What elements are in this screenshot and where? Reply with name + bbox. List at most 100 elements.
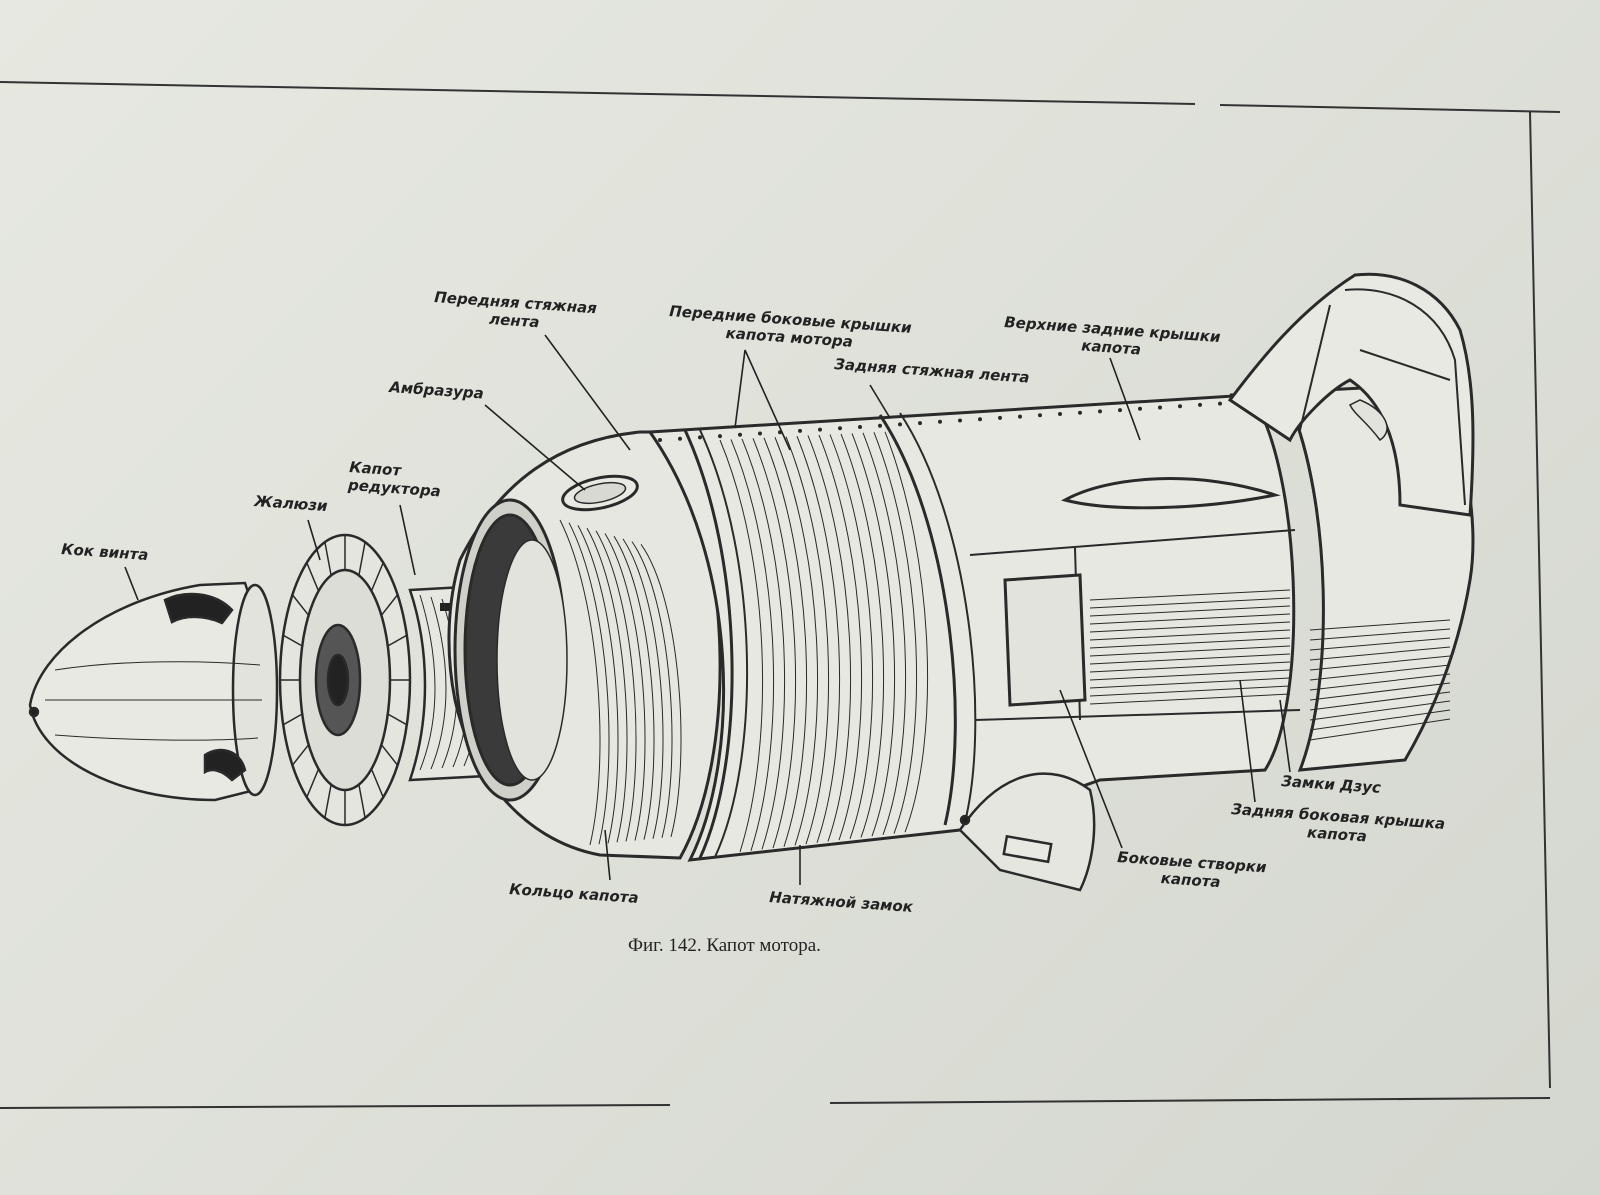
- ring-shade: [559, 519, 601, 846]
- rivet: [818, 427, 822, 432]
- label-reduction-gear-cowl: Капот редуктора: [347, 458, 442, 501]
- louvre-blade: [282, 713, 303, 726]
- louvre-blade: [324, 784, 332, 819]
- rivet: [1078, 410, 1082, 415]
- rivet: [918, 421, 922, 426]
- louvre-blade: [387, 634, 408, 647]
- rivet: [1198, 402, 1202, 407]
- louvre-blade: [282, 634, 303, 647]
- panel-shade: [1089, 661, 1291, 673]
- rivet: [858, 425, 862, 429]
- louvre-blade: [291, 744, 310, 766]
- reducer-line: [430, 596, 447, 770]
- body-shade: [774, 437, 819, 846]
- rivet: [1178, 404, 1182, 409]
- rivet: [1158, 405, 1162, 410]
- rivet: [678, 436, 682, 441]
- rivet: [1038, 413, 1042, 418]
- rivet: [878, 423, 882, 428]
- panel-shade: [1089, 613, 1291, 625]
- reducer-line: [419, 594, 436, 771]
- rivet: [938, 419, 942, 424]
- rivet: [798, 428, 802, 433]
- cowling-body: [647, 393, 1326, 862]
- ring-shade: [595, 530, 637, 842]
- panel-shade: [1089, 669, 1291, 681]
- louvre-blade: [306, 768, 320, 798]
- body-shade: [785, 436, 830, 845]
- rivet: [998, 415, 1002, 420]
- body-shade: [862, 432, 907, 836]
- rivet: [838, 426, 842, 431]
- panel-shade: [1089, 693, 1291, 705]
- fuselage-shade: [1309, 682, 1451, 701]
- rivet: [1018, 414, 1022, 419]
- ring-shade: [640, 544, 682, 838]
- fuselage-shade: [1309, 655, 1451, 671]
- panel-shade: [1089, 589, 1291, 601]
- ring-shade: [568, 522, 610, 845]
- body-shade: [807, 435, 852, 842]
- fuselage-and-cockpit: [1227, 272, 1475, 772]
- rivet: [1058, 412, 1062, 416]
- panel-shade: [1089, 597, 1291, 609]
- fuselage-shade: [1309, 646, 1451, 661]
- louvre-blade: [370, 768, 384, 798]
- ring-shade: [613, 535, 655, 840]
- panel-shade: [1089, 629, 1291, 641]
- body-shade: [796, 435, 841, 843]
- figure-caption: Фиг. 142. Капот мотора.: [628, 935, 821, 956]
- leader-lines: [124, 334, 1291, 885]
- fuselage-shade: [1309, 628, 1451, 641]
- spinner-part: [28, 581, 279, 802]
- body-shade: [818, 434, 863, 841]
- rivet: [1098, 409, 1102, 414]
- louvre-blade: [324, 541, 332, 576]
- ring-shade: [622, 538, 664, 839]
- rivet: [758, 431, 762, 436]
- fuselage-shade: [1309, 619, 1451, 631]
- fuselage-shade: [1309, 700, 1451, 721]
- louvre-blade: [387, 713, 408, 726]
- fuselage-shade: [1309, 637, 1451, 651]
- louvre-blade: [380, 594, 399, 616]
- fuselage-shade: [1309, 673, 1451, 691]
- louvre-blade: [306, 562, 320, 592]
- body-shade: [741, 438, 786, 850]
- louvre-blades: [280, 535, 410, 825]
- panel-shade: [1089, 621, 1291, 633]
- fuselage-shading: [1309, 619, 1451, 741]
- fuselage-shade: [1309, 709, 1451, 731]
- panel-shade: [1089, 677, 1291, 689]
- panel-shade: [1089, 685, 1291, 697]
- panel-shade: [1089, 605, 1291, 617]
- fuselage-shade: [1309, 664, 1451, 681]
- panel-shade: [1089, 653, 1291, 665]
- body-shade: [763, 437, 808, 847]
- cowl-ring: [447, 430, 722, 860]
- ring-shade: [586, 527, 628, 843]
- body-shade: [873, 432, 918, 834]
- ring-shade: [631, 541, 673, 838]
- louvre-blade: [358, 784, 366, 819]
- cowling-rivets: [658, 400, 1242, 442]
- body-shade: [884, 431, 929, 833]
- rivet: [738, 432, 742, 437]
- rivet: [658, 438, 662, 442]
- body-shade: [840, 433, 885, 838]
- cowling-shading: [719, 431, 1291, 853]
- fuselage-shade: [1309, 691, 1451, 711]
- panel-shade: [1089, 645, 1291, 657]
- rivet: [718, 434, 722, 439]
- louvre-blade: [358, 541, 366, 576]
- lower-flap: [958, 772, 1096, 892]
- rivet: [978, 417, 982, 422]
- rivet: [958, 418, 962, 423]
- rivet: [1138, 406, 1142, 411]
- body-shade: [851, 433, 896, 837]
- louvre-blade: [370, 562, 384, 592]
- body-shade: [752, 438, 797, 849]
- fuselage-shade: [1309, 718, 1451, 741]
